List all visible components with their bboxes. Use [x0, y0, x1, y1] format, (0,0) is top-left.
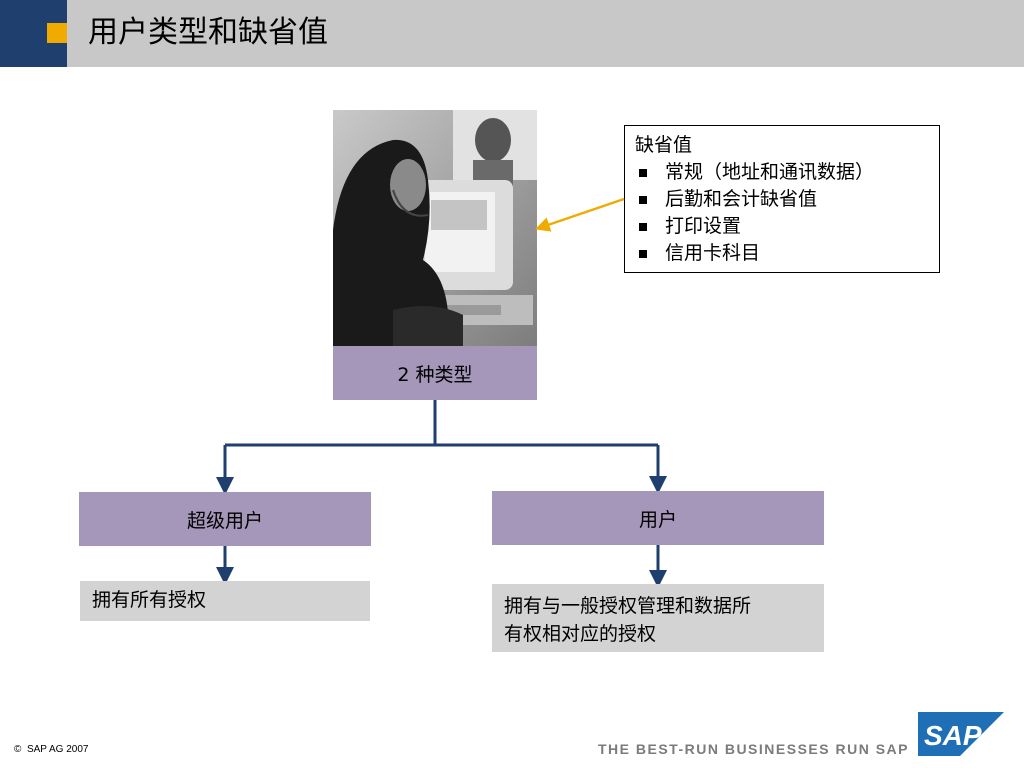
super-user-box: 超级用户	[79, 492, 371, 546]
square-bullet-icon	[639, 195, 647, 204]
types-box: 2 种类型	[333, 346, 537, 400]
call-center-photo	[333, 110, 537, 346]
defaults-list-item: 信用卡科目	[635, 240, 929, 267]
square-bullet-icon	[639, 168, 647, 177]
defaults-list: 常规（地址和通讯数据） 后勤和会计缺省值 打印设置 信用卡科目	[635, 159, 929, 267]
square-bullet-icon	[639, 222, 647, 231]
defaults-item-label: 常规（地址和通讯数据）	[665, 161, 875, 183]
orange-pointer-arrow	[534, 197, 625, 232]
user-description: 拥有与一般授权管理和数据所 有权相对应的授权	[492, 584, 824, 652]
defaults-list-item: 后勤和会计缺省值	[635, 186, 929, 213]
defaults-item-label: 后勤和会计缺省值	[665, 188, 818, 210]
defaults-item-label: 打印设置	[665, 215, 742, 237]
user-description-line: 拥有与一般授权管理和数据所	[504, 595, 752, 617]
sap-logo-text: SAP	[924, 720, 982, 751]
defaults-list-item: 常规（地址和通讯数据）	[635, 159, 929, 186]
page-title: 用户类型和缺省值	[88, 15, 328, 50]
super-user-description: 拥有所有授权	[80, 581, 370, 621]
square-bullet-icon	[639, 249, 647, 258]
defaults-list-item: 打印设置	[635, 213, 929, 240]
copyright: © SAP AG 2007	[14, 744, 88, 755]
defaults-box: 缺省值 常规（地址和通讯数据） 后勤和会计缺省值 打印设置 信用卡科目	[624, 125, 940, 273]
call-center-photo-illustration	[333, 110, 537, 346]
copyright-icon: ©	[14, 744, 22, 755]
header-accent-square	[47, 23, 67, 43]
tagline: THE BEST-RUN BUSINESSES RUN SAP	[598, 741, 909, 757]
user-box: 用户	[492, 491, 824, 545]
defaults-heading: 缺省值	[635, 134, 693, 156]
header-bar	[0, 0, 1024, 67]
user-description-line: 有权相对应的授权	[504, 623, 657, 645]
sap-logo: SAP	[918, 712, 1004, 756]
defaults-item-label: 信用卡科目	[665, 242, 761, 264]
copyright-text: SAP AG 2007	[26, 744, 89, 755]
